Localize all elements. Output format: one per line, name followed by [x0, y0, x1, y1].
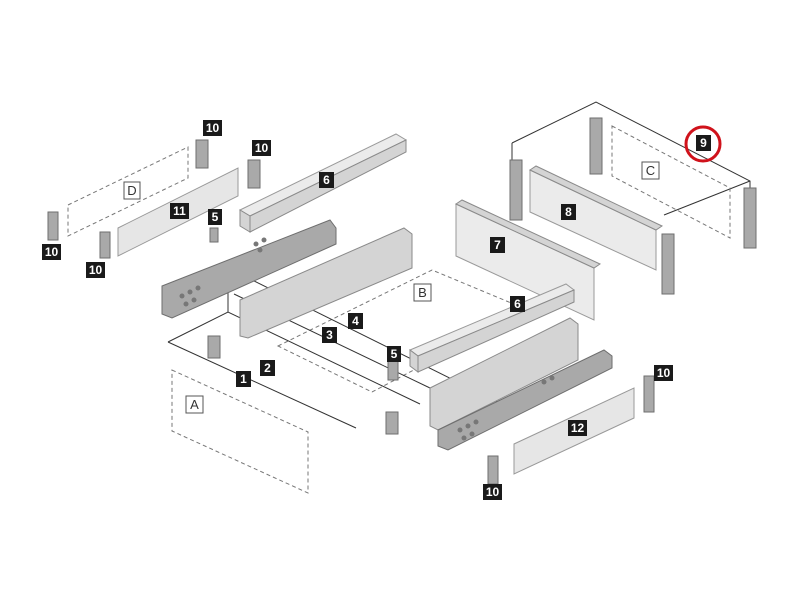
section-letter-d-text: D: [127, 183, 136, 198]
svg-text:6: 6: [323, 173, 330, 187]
connector-brackets: [47, 117, 757, 485]
part-label-10-a: 10: [203, 120, 222, 136]
back-panel-8: [528, 165, 664, 271]
part-label-5-a: 5: [208, 209, 222, 225]
section-letter-a-text: A: [190, 397, 199, 412]
part-label-12: 12: [568, 420, 587, 436]
svg-text:10: 10: [89, 263, 103, 277]
part-label-11: 11: [170, 203, 189, 219]
svg-text:3: 3: [326, 328, 333, 342]
section-letter-d: D: [123, 181, 141, 200]
section-letter-c: C: [641, 161, 660, 180]
svg-text:5: 5: [212, 210, 219, 224]
svg-text:10: 10: [45, 245, 59, 259]
section-letter-b-text: B: [418, 285, 427, 300]
svg-text:8: 8: [565, 205, 572, 219]
svg-text:11: 11: [173, 204, 186, 218]
part-label-5-b: 5: [387, 346, 401, 362]
part-label-9: 9: [684, 125, 722, 163]
drawer-side-left: [161, 219, 413, 339]
svg-text:1: 1: [240, 372, 247, 386]
section-letter-c-text: C: [646, 163, 655, 178]
part-label-10-d: 10: [86, 262, 105, 278]
svg-text:10: 10: [657, 366, 671, 380]
part-label-8: 8: [561, 204, 576, 220]
part-label-10-b: 10: [252, 140, 271, 156]
svg-text:5: 5: [391, 347, 398, 361]
part-label-2: 2: [260, 360, 275, 376]
svg-text:12: 12: [571, 421, 585, 435]
section-letter-a: A: [185, 395, 204, 414]
part-label-1: 1: [236, 371, 251, 387]
part-label-10-e: 10: [654, 365, 673, 381]
part-label-10-c: 10: [42, 244, 61, 260]
part-label-4: 4: [348, 313, 363, 329]
panel-a-front-outline: [171, 369, 309, 494]
panel-d-outline: [67, 146, 189, 237]
part-label-7: 7: [490, 237, 505, 253]
svg-text:10: 10: [255, 141, 269, 155]
svg-text:9: 9: [700, 136, 707, 150]
svg-text:2: 2: [264, 361, 271, 375]
svg-text:10: 10: [206, 121, 220, 135]
part-label-10-f: 10: [483, 484, 502, 500]
svg-text:6: 6: [514, 297, 521, 311]
highlight-circle-9: [684, 125, 722, 163]
profile-rail-right: [409, 283, 575, 373]
part-label-6-b: 6: [510, 296, 525, 312]
svg-text:10: 10: [486, 485, 500, 499]
svg-text:4: 4: [352, 314, 359, 328]
drawer-side-right: [429, 317, 613, 451]
part-label-3: 3: [322, 327, 337, 343]
part-label-6-a: 6: [319, 172, 334, 188]
section-letter-b: B: [413, 283, 432, 302]
svg-text:7: 7: [494, 238, 501, 252]
